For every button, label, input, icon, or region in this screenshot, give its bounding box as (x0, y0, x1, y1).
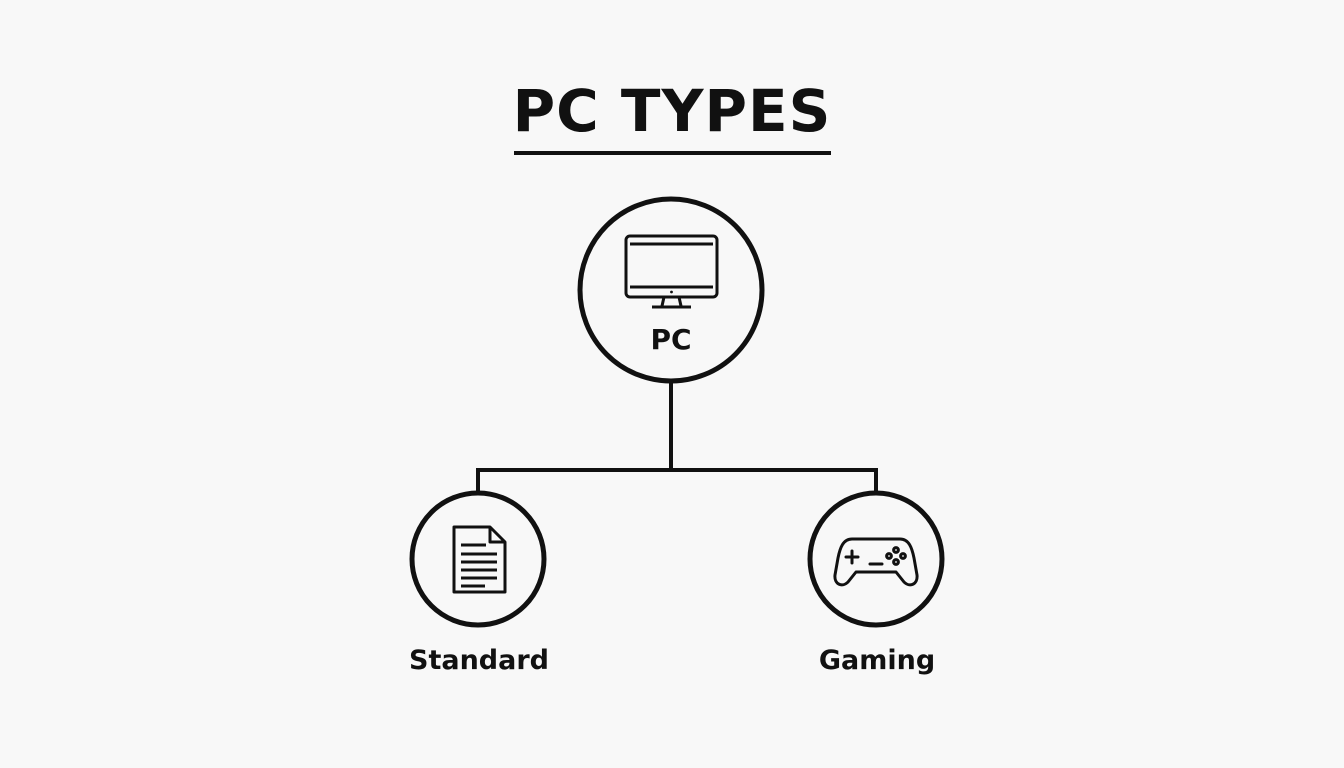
title-underline (514, 151, 831, 155)
gamepad-icon (833, 537, 919, 587)
standard-node-circle (409, 490, 547, 628)
connector-lines (476, 379, 878, 495)
standard-node-label: Standard (409, 645, 549, 676)
gaming-node (807, 490, 945, 628)
gaming-node-label: Gaming (818, 645, 936, 676)
page-title: PC TYPES (512, 77, 832, 145)
root-node-label: PC (650, 323, 692, 356)
document-icon (452, 525, 507, 594)
desktop-monitor-icon (624, 234, 719, 309)
root-node (577, 196, 765, 384)
gaming-node-circle (807, 490, 945, 628)
standard-node (409, 490, 547, 628)
